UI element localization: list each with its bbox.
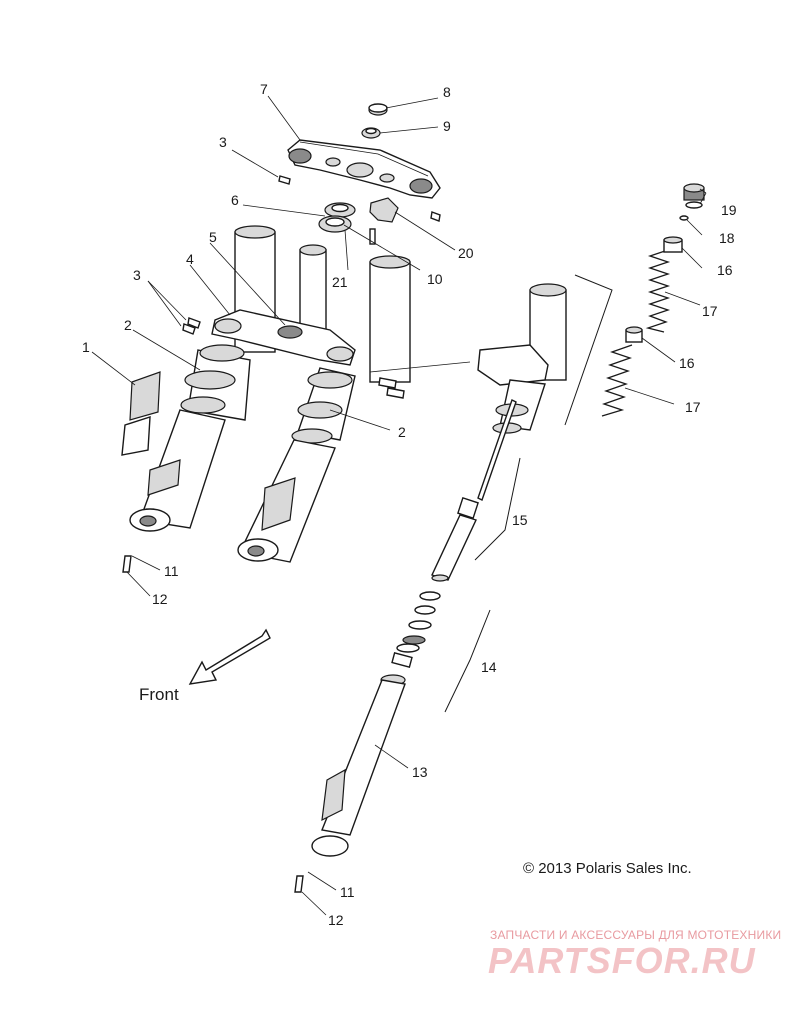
callout-10: 10 bbox=[427, 271, 443, 287]
spring-group-bracket bbox=[564, 274, 613, 426]
axle-bolt-bottom bbox=[294, 875, 304, 893]
callout-3-left: 3 bbox=[133, 267, 141, 283]
exploded-fork-tube bbox=[477, 283, 567, 434]
watermark-tagline: ЗАПЧАСТИ И АКСЕССУАРЫ ДЛЯ МОТОТЕХНИКИ bbox=[490, 928, 782, 942]
bolts-3-left bbox=[182, 317, 201, 335]
fork-cap-19 bbox=[683, 183, 705, 209]
bearing-6 bbox=[324, 202, 356, 218]
bearing-10 bbox=[318, 215, 352, 233]
fork-leg-right bbox=[237, 255, 411, 563]
bolt-clamp-right bbox=[430, 211, 441, 222]
oring-18 bbox=[679, 215, 689, 221]
callout-14: 14 bbox=[481, 659, 497, 675]
front-arrow bbox=[188, 628, 271, 685]
spring-lower bbox=[601, 344, 633, 417]
callout-19: 19 bbox=[721, 202, 737, 218]
callout-11-left: 11 bbox=[164, 563, 179, 579]
callout-2-left: 2 bbox=[124, 317, 132, 333]
spacer-16-upper bbox=[663, 236, 683, 253]
callout-9: 9 bbox=[443, 118, 451, 134]
clamp-bolts bbox=[378, 377, 405, 399]
bolt-21 bbox=[369, 228, 376, 245]
callout-18: 18 bbox=[719, 230, 735, 246]
lower-fork-leg-13 bbox=[311, 674, 406, 857]
washer-9 bbox=[361, 127, 381, 139]
upper-triple-clamp bbox=[287, 139, 441, 199]
callout-1: 1 bbox=[82, 339, 90, 355]
bracket-14 bbox=[444, 609, 491, 713]
callout-3-top: 3 bbox=[219, 134, 227, 150]
callout-5: 5 bbox=[209, 229, 217, 245]
fork-leg-left bbox=[129, 225, 276, 532]
seal-stack-14 bbox=[391, 591, 441, 669]
callout-13: 13 bbox=[412, 764, 428, 780]
steering-stem bbox=[299, 244, 327, 331]
callouts: 7 8 9 3 6 5 4 3 2 1 21 10 20 2 19 18 16 … bbox=[82, 81, 737, 928]
damper-rod-15 bbox=[431, 399, 517, 582]
callout-15: 15 bbox=[512, 512, 528, 528]
callout-16-lower: 16 bbox=[679, 355, 695, 371]
callout-8: 8 bbox=[443, 84, 451, 100]
spring-upper bbox=[645, 249, 671, 333]
callout-6: 6 bbox=[231, 192, 239, 208]
callout-4: 4 bbox=[186, 251, 194, 267]
axle-bolt-left bbox=[122, 555, 132, 573]
callout-12-left: 12 bbox=[152, 591, 168, 607]
leader-lines bbox=[91, 95, 707, 916]
callout-11-bottom: 11 bbox=[340, 884, 355, 900]
bolt-3-top bbox=[278, 175, 291, 185]
clamp-block-20 bbox=[369, 197, 399, 223]
lower-triple-clamp bbox=[211, 309, 356, 366]
callout-17-upper: 17 bbox=[702, 303, 718, 319]
callout-12-bottom: 12 bbox=[328, 912, 344, 928]
callout-21: 21 bbox=[332, 274, 348, 290]
callout-2-right: 2 bbox=[398, 424, 406, 440]
fork-guard-1 bbox=[121, 371, 161, 456]
watermark-logo: PARTSFOR.RU bbox=[488, 940, 756, 981]
callout-17-lower: 17 bbox=[685, 399, 701, 415]
callout-7: 7 bbox=[260, 81, 268, 97]
spacer-16-lower bbox=[625, 326, 643, 343]
nut-8 bbox=[368, 103, 388, 116]
callout-20: 20 bbox=[458, 245, 474, 261]
copyright-notice: © 2013 Polaris Sales Inc. bbox=[523, 860, 692, 877]
front-label: Front bbox=[139, 685, 179, 704]
bracket-15 bbox=[474, 457, 521, 561]
callout-16-upper: 16 bbox=[717, 262, 733, 278]
